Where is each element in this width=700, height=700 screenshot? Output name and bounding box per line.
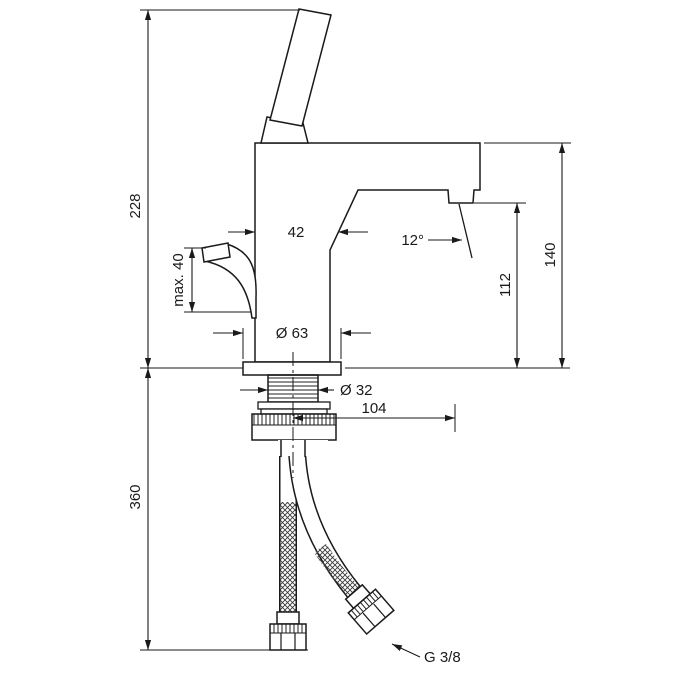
- nut-knurling: [251, 413, 337, 426]
- dim-label-spray-angle: 12°: [401, 232, 424, 249]
- lever-knob: [201, 242, 231, 263]
- supply-hose-right: [288, 449, 395, 636]
- hose-ferrule: [276, 611, 300, 625]
- hose-braid-texture: [313, 543, 360, 598]
- dim-label-max-mounting: max. 40: [170, 253, 187, 306]
- dim-label-hose-length: 360: [127, 484, 144, 509]
- dim-label-connection-thread: G 3/8: [424, 649, 461, 666]
- dimension-lines: [144, 10, 566, 658]
- mounting-hardware: [251, 374, 337, 457]
- nut-knurling: [347, 588, 383, 621]
- side-lever-handle: [201, 242, 257, 319]
- spray-angle-line: [458, 203, 473, 259]
- dim-label-height-to-top: 140: [542, 242, 559, 267]
- nut-knurling: [269, 623, 307, 634]
- hose-neck: [280, 440, 306, 457]
- supply-hose-left: [269, 450, 307, 651]
- leader-g38: [391, 643, 421, 658]
- dim-label-spout-reach: 104: [361, 400, 386, 417]
- dim-label-base-diameter: Ø 63: [276, 325, 309, 342]
- dim-label-spout-height: 112: [497, 273, 514, 297]
- dim-label-total-height: 228: [127, 193, 144, 218]
- dim-label-shank-diameter: Ø 32: [340, 382, 373, 399]
- extension-lines: [140, 9, 571, 651]
- dim-label-body-width: 42: [288, 224, 305, 241]
- washer: [257, 401, 331, 410]
- base-plate: [242, 361, 342, 376]
- neck-mask: [278, 440, 328, 456]
- joystick-handle: [269, 8, 332, 127]
